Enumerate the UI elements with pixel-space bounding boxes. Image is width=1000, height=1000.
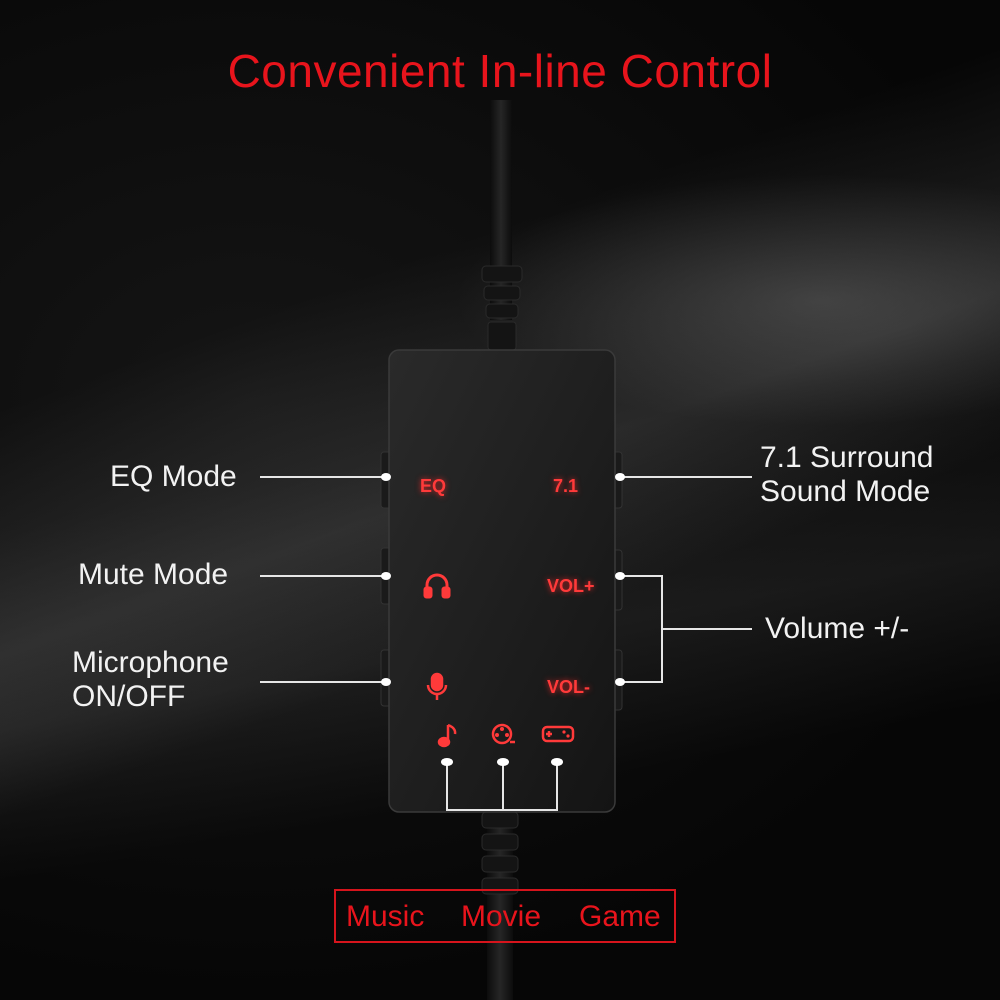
modes-box bbox=[334, 889, 676, 943]
microphone-icon[interactable] bbox=[424, 672, 454, 702]
mode-game: Game bbox=[579, 900, 661, 933]
microphone-label-line1: Microphone bbox=[72, 646, 229, 679]
movie-reel-icon[interactable] bbox=[490, 722, 520, 752]
callout-lines bbox=[260, 476, 752, 811]
mode-movie: Movie bbox=[461, 900, 542, 933]
headphone-icon[interactable] bbox=[422, 570, 452, 600]
controller-body bbox=[388, 349, 616, 813]
gamepad-icon[interactable] bbox=[541, 723, 575, 753]
eq-mode-label: EQ Mode bbox=[110, 460, 237, 493]
mode-music: Music bbox=[346, 900, 425, 933]
page-title: Convenient In-line Control bbox=[227, 45, 773, 97]
vol-up-button-text[interactable]: VOL+ bbox=[547, 576, 595, 596]
eq-button-text[interactable]: EQ bbox=[420, 476, 447, 496]
strain-relief-top bbox=[481, 265, 523, 351]
microphone-label-line2: ON/OFF bbox=[72, 680, 186, 713]
surround-label-line2: Sound Mode bbox=[760, 475, 931, 508]
music-note-icon[interactable] bbox=[436, 722, 466, 752]
volume-label: Volume +/- bbox=[765, 612, 910, 645]
surround-label-line1: 7.1 Surround bbox=[760, 441, 934, 474]
strain-relief-bottom bbox=[481, 811, 519, 895]
surround-button-text[interactable]: 7.1 bbox=[553, 476, 579, 496]
vol-down-button-text[interactable]: VOL- bbox=[547, 677, 590, 697]
cable-top bbox=[490, 100, 512, 320]
led-dots bbox=[381, 473, 625, 766]
mute-mode-label: Mute Mode bbox=[78, 558, 229, 591]
